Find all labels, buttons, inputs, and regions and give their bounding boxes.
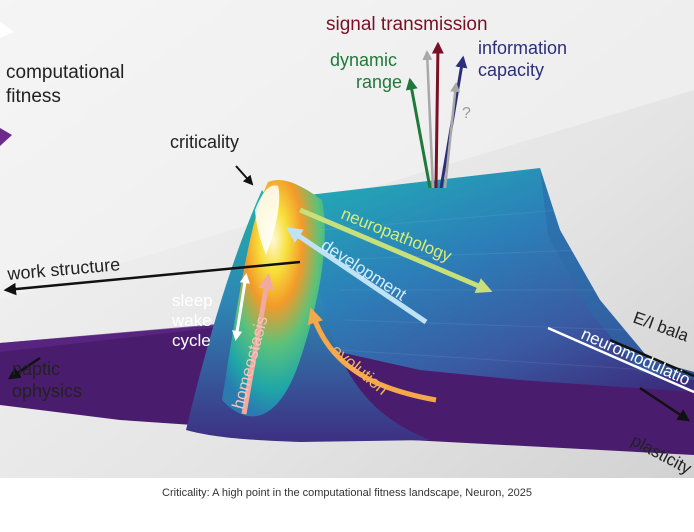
information-capacity-label: information capacity [478, 38, 572, 80]
synaptic-biophysics-label: naptic ophysics [12, 359, 82, 401]
landscape-plateau [300, 168, 694, 392]
unknown-objective-arrow-1 [422, 50, 435, 189]
dynamic-range-arrow [405, 77, 432, 189]
evolution-arrow [307, 307, 437, 403]
objective-arrows [405, 41, 468, 189]
development-arrow [286, 227, 428, 325]
surface-mesh [319, 209, 681, 373]
plateau-ridge [540, 168, 694, 380]
sleep-wake-cycle-label: sleep wake cycle [171, 291, 217, 350]
ei-balance-axis [609, 338, 694, 378]
sleep-wake-arrow [232, 272, 250, 342]
neuropathology-arrow [299, 207, 493, 293]
signal-transmission-label: signal transmission [326, 14, 488, 35]
signal-transmission-arrow [431, 41, 444, 189]
fitness-axis-arrow-down [0, 128, 12, 146]
caption-strip [0, 478, 694, 532]
neuromodulation-axis [547, 326, 694, 394]
criticality-label: criticality [170, 132, 239, 152]
computational-fitness-label: computational fitness [6, 62, 130, 107]
network-structure-arrow [3, 260, 301, 296]
dynamic-range-label: dynamic range [330, 50, 402, 92]
figure-caption: Criticality: A high point in the computa… [162, 487, 532, 499]
background-shade [0, 0, 694, 300]
plasticity-arrow [639, 386, 691, 422]
peak-highlight [255, 185, 280, 255]
fitness-axis-arrow-up [0, 22, 14, 38]
synaptic-biophysics-arrow [7, 356, 41, 380]
question-mark-label: ? [462, 105, 471, 122]
unknown-objective-arrow-2 [443, 82, 461, 189]
fitness-axis [0, 22, 14, 146]
homeostasis-arrow [241, 273, 274, 415]
criticality-pointer-arrow [235, 165, 254, 186]
